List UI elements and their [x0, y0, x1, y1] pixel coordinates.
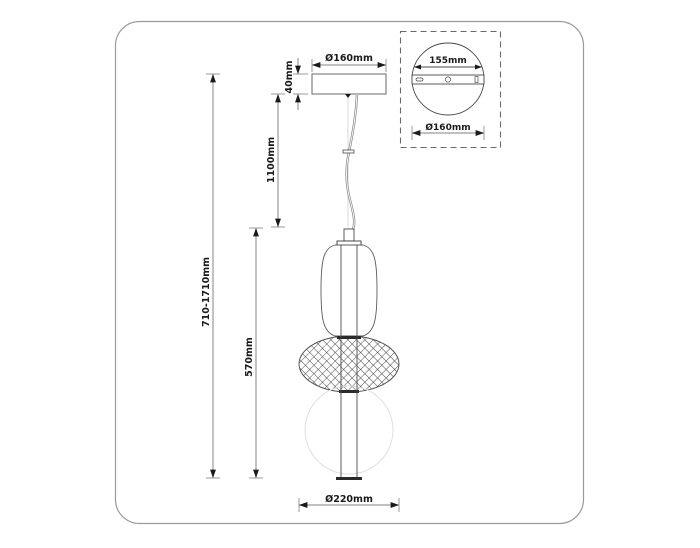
- canopy-diameter-label: Ø160mm: [325, 53, 373, 64]
- mount-bar-width-label: 155mm: [429, 56, 467, 66]
- cable-length-dimension: 1100mm: [266, 93, 285, 228]
- canopy: [311, 73, 387, 95]
- shade-diameter-label: Ø220mm: [325, 494, 373, 505]
- body-height-dimension: 570mm: [244, 227, 263, 479]
- body-height-label: 570mm: [244, 337, 255, 377]
- mounting-plate-inset: 155mm Ø160mm: [399, 30, 502, 149]
- cable-clip: [342, 149, 355, 154]
- shade-diameter-dimension: Ø220mm: [298, 494, 400, 512]
- inset-canopy-diameter-label: Ø160mm: [425, 122, 470, 133]
- canopy-height-dimension: 40mm: [284, 58, 308, 110]
- mesh-shade: [298, 335, 400, 393]
- canopy-diameter-dimension: Ø160mm: [311, 53, 387, 72]
- canopy-hook: [345, 94, 351, 98]
- upper-glass-shade: [320, 244, 378, 337]
- drawing-frame: [114, 20, 585, 525]
- total-height-dimension: 710-1710mm: [201, 73, 220, 479]
- mounting-bar: [411, 74, 485, 85]
- total-height-label: 710-1710mm: [201, 257, 212, 327]
- globe-shade: [304, 385, 394, 475]
- lamp-body: [298, 228, 400, 480]
- cable-length-label: 1100mm: [266, 137, 277, 183]
- canopy-height-label: 40mm: [284, 60, 295, 93]
